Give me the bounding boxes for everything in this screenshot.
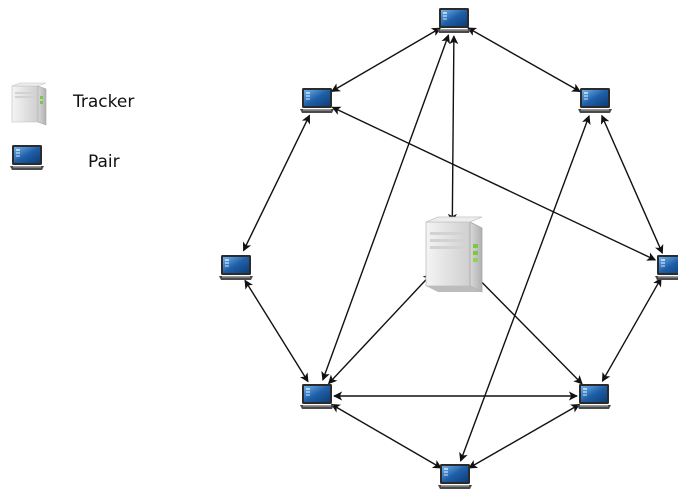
arrow-peer-upper-right-peer-right [600,114,664,255]
arrow-peer-upper-left-peer-right [331,106,657,261]
peer-lower-left-laptop-icon [300,384,334,409]
arrow-peer-top-peer-upper-right [467,27,581,93]
network-nodes [219,8,678,489]
arrow-peer-lower-left-peer-bottom [330,403,442,469]
peer-right-laptop-icon [655,255,678,280]
legend-peer-label: Pair [88,152,120,172]
peer-upper-left-laptop-icon [300,88,334,113]
arrow-peer-lower-right-peer-bottom [468,403,581,469]
legend-tracker-label: Tracker [73,92,135,112]
peer-upper-right-laptop-icon [578,88,612,113]
arrow-peer-top-peer-upper-left [330,27,441,93]
legend [10,82,47,170]
arrow-peer-upper-left-peer-left [242,114,311,252]
tracker-server-icon [425,216,483,293]
legend-tracker-server-icon [11,82,47,126]
legend-peer-laptop-icon [10,145,44,170]
arrow-tracker-peer-lower-left [327,273,433,385]
arrow-peer-top-tracker [447,35,459,223]
arrow-peer-right-peer-lower-right [601,277,662,382]
peer-top-laptop-icon [437,8,471,33]
peer-left-laptop-icon [219,255,253,280]
arrow-tracker-peer-lower-right [472,272,583,385]
arrow-peer-top-peer-lower-left [321,34,450,381]
arrow-peer-left-peer-lower-left [244,279,309,383]
connection-arrows [242,27,664,469]
peer-lower-right-laptop-icon [577,384,611,409]
peer-bottom-laptop-icon [438,464,472,489]
